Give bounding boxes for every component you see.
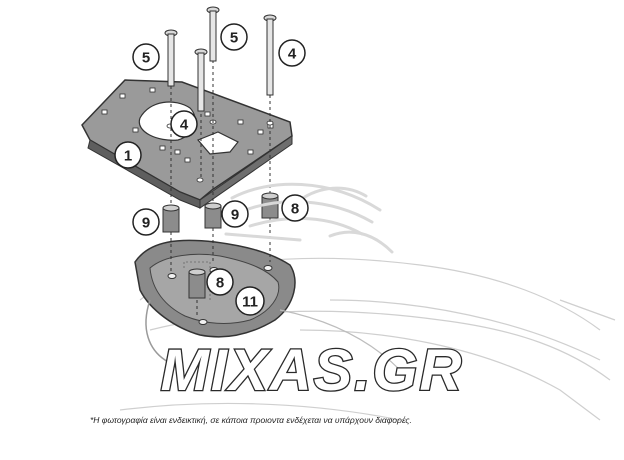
svg-text:1: 1: [124, 148, 132, 165]
callout-seat-spacer: 8: [206, 268, 234, 296]
callout-screw-left: 5: [132, 43, 160, 71]
screw-plate: [194, 48, 208, 112]
callout-spacer-middle: 9: [221, 200, 249, 228]
callout-spacer-right: 8: [281, 194, 309, 222]
callout-seat-part: 11: [235, 286, 265, 316]
svg-text:9: 9: [142, 215, 150, 232]
callout-screw-right: 4: [278, 39, 306, 67]
svg-text:8: 8: [291, 201, 299, 218]
callout-spacer-left: 9: [132, 208, 160, 236]
svg-text:5: 5: [230, 30, 238, 47]
screw-left: [164, 29, 178, 87]
spacer-seat: [183, 261, 211, 300]
svg-text:9: 9: [231, 207, 239, 224]
svg-text:4: 4: [180, 117, 189, 134]
disclaimer-note: *Η φωτογραφία είναι ενδεικτική, σε κάποι…: [90, 415, 412, 425]
callout-plate-screw: 4: [170, 110, 198, 138]
svg-text:5: 5: [142, 50, 150, 67]
callout-plate: 1: [114, 141, 142, 169]
spacer-right: [261, 192, 279, 219]
callout-screw-middle: 5: [220, 23, 248, 51]
svg-text:4: 4: [288, 46, 297, 63]
spacer-middle: [204, 202, 222, 229]
site-watermark: MIXAS.GR: [161, 338, 464, 403]
logo-watermark: [224, 182, 394, 254]
screw-middle: [206, 6, 220, 62]
spacer-left: [162, 204, 180, 233]
svg-text:8: 8: [216, 275, 224, 292]
screw-right: [263, 14, 277, 96]
svg-text:11: 11: [242, 294, 258, 311]
